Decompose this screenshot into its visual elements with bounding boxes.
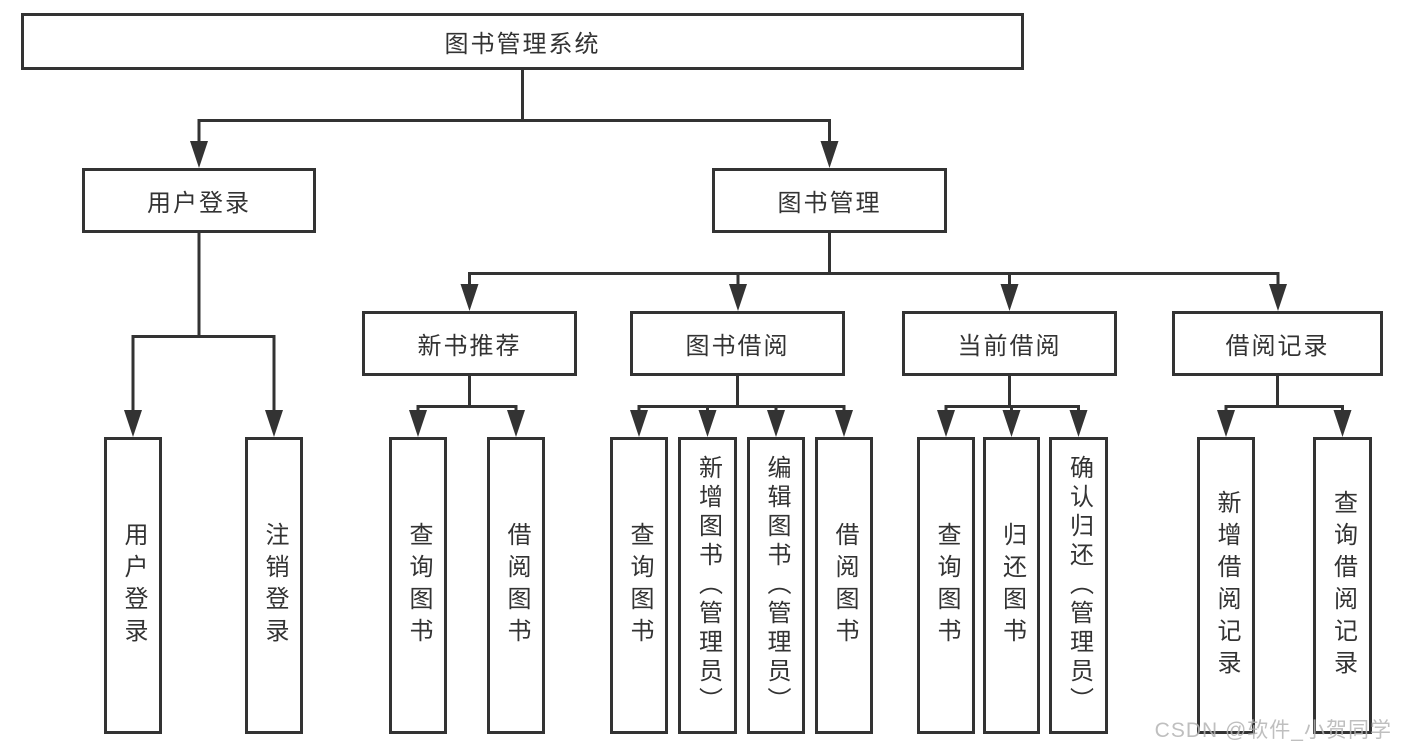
node-user-login: 用户登录 [82,168,316,233]
leaf-label: 查询借阅记录 [1329,489,1357,682]
leaf-label: 新增借阅记录 [1213,489,1240,682]
arrow-down-icon [265,410,283,437]
leaf-query-book-under-current: 查询图书 [917,437,975,734]
node-book-borrow: 图书借阅 [630,311,845,376]
node-label: 图书管理 [777,190,882,217]
node-label: 图书借阅 [685,333,790,360]
connector-line [468,233,1280,286]
node-root-label: 图书管理系统 [444,31,601,58]
arrow-down-icon [630,410,648,437]
leaf-add-book-admin: 新增图书（管理员） [678,437,737,734]
leaf-query-book-under-recommend: 查询图书 [389,437,447,734]
connector-bookborrow-to-leaves [630,376,853,437]
arrow-down-icon [1000,284,1019,311]
arrow-down-icon [767,410,785,437]
leaf-borrow-book-under-recommend: 借阅图书 [487,437,545,734]
leaf-label: 查询图书 [405,521,432,650]
leaf-confirm-return-admin: 确认归还（管理员） [1049,437,1108,734]
arrow-down-icon [190,141,208,168]
arrow-down-icon [1269,284,1287,311]
connector-root-to-level2 [190,70,839,168]
arrow-down-icon [820,141,839,168]
node-borrow-record: 借阅记录 [1172,311,1383,376]
leaf-label: 确认归还（管理员） [1065,455,1093,716]
watermark: CSDN @软件_小贺同学 [1154,719,1392,742]
connector-line [637,376,846,412]
arrow-down-icon [835,410,853,437]
leaf-edit-book-admin: 编辑图书（管理员） [747,437,805,734]
leaf-logout: 注销登录 [245,437,303,734]
connector-line [197,70,831,143]
node-new-book-recommend: 新书推荐 [362,311,577,376]
connector-line [944,376,1080,412]
node-label: 新书推荐 [417,333,522,360]
connector-line [416,376,518,412]
leaf-label: 查询图书 [933,521,960,650]
leaf-add-borrow-record: 新增借阅记录 [1197,437,1255,734]
leaf-query-book-under-borrow: 查询图书 [610,437,668,734]
arrow-down-icon [1217,410,1235,437]
leaf-label: 借阅图书 [503,521,530,650]
connector-line [131,233,276,412]
leaf-label: 编辑图书（管理员） [763,455,790,716]
connector-bookmgmt-to-level3 [460,233,1287,311]
arrow-down-icon [460,284,479,311]
leaf-label: 注销登录 [261,521,288,650]
leaf-label: 借阅图书 [831,521,858,650]
leaf-return-book: 归还图书 [983,437,1040,734]
arrow-down-icon [507,410,525,437]
arrow-down-icon [1069,410,1088,437]
arrow-down-icon [729,284,747,311]
connector-currentborrow-to-leaves [937,376,1088,437]
node-label: 当前借阅 [957,333,1062,360]
leaf-label: 归还图书 [998,521,1026,650]
leaf-query-borrow-record: 查询借阅记录 [1313,437,1372,734]
leaf-label: 新增图书（管理员） [694,455,722,716]
node-book-management: 图书管理 [712,168,947,233]
node-label: 用户登录 [147,190,251,217]
arrow-down-icon [409,410,427,437]
arrow-down-icon [1333,410,1352,437]
leaf-label: 用户登录 [120,521,147,650]
node-root: 图书管理系统 [21,13,1024,70]
arrow-down-icon [1002,410,1021,437]
leaf-user-login: 用户登录 [104,437,162,734]
connector-line [1224,376,1344,412]
leaf-label: 查询图书 [626,521,653,650]
connector-userlogin-to-leaves [124,233,283,437]
arrow-down-icon [124,410,142,437]
node-label: 借阅记录 [1225,333,1330,360]
node-current-borrow: 当前借阅 [902,311,1117,376]
leaf-borrow-book-under-borrow: 借阅图书 [815,437,873,734]
connector-newbookrec-to-leaves [409,376,525,437]
arrow-down-icon [937,410,955,437]
arrow-down-icon [698,410,717,437]
connector-borrowrecord-to-leaves [1217,376,1352,437]
